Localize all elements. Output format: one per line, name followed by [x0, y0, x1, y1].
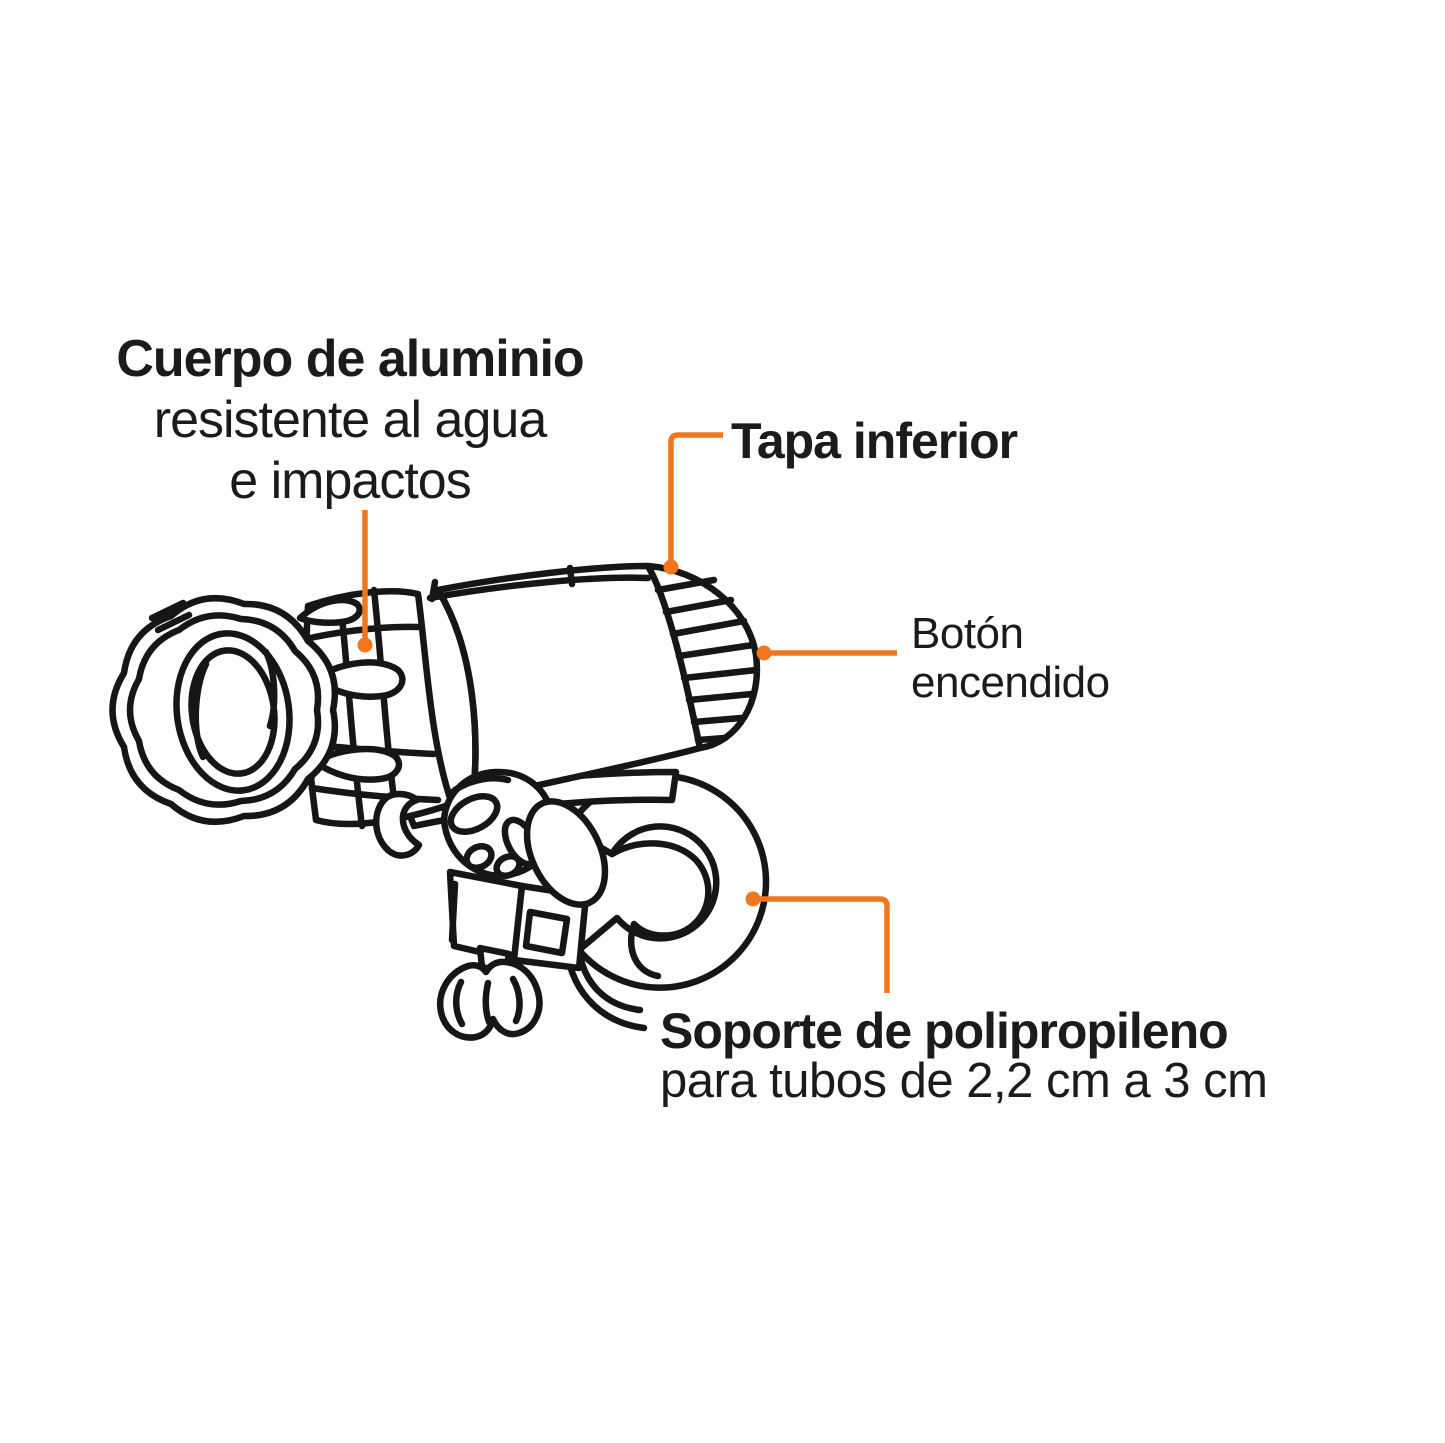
tail-cap [644, 562, 761, 752]
leader-dot-icon [745, 891, 761, 907]
callout-body-line2: resistente al agua [153, 391, 548, 449]
lever-pad [523, 798, 609, 908]
callout-rear-cap: Tapa inferior [731, 413, 1018, 469]
leader-mount [745, 891, 890, 993]
callout-power-button-line2: encendido [911, 658, 1110, 707]
front-bezel [109, 594, 339, 826]
callout-power-button-line1: Botón [911, 609, 1024, 658]
callout-rear-cap-title: Tapa inferior [731, 413, 1018, 469]
callout-body-line3: e impactos [229, 452, 471, 510]
callout-body-title: Cuerpo de aluminio [116, 330, 584, 388]
leader-dot-icon [756, 645, 772, 661]
leader-dot-icon [663, 559, 679, 575]
callout-power-button: Botón encendido [911, 609, 1110, 707]
leader-lines [357, 432, 897, 993]
adjust-knob [440, 768, 556, 879]
callout-body: Cuerpo de aluminio resistente al agua e … [90, 329, 610, 512]
callout-mount-title: Soporte de polipropileno [660, 1003, 1229, 1059]
mount-hinge [373, 790, 423, 859]
wing-screw [436, 958, 543, 1041]
leader-rear-cap [663, 432, 723, 575]
callout-mount: Soporte de polipropileno para tubos de 2… [660, 1006, 1268, 1106]
leader-dot-icon [357, 637, 373, 653]
leader-power-button [756, 645, 897, 661]
bracket-base [446, 868, 590, 976]
leader-body [357, 510, 373, 653]
callout-mount-subtitle: para tubos de 2,2 cm a 3 cm [660, 1054, 1268, 1108]
